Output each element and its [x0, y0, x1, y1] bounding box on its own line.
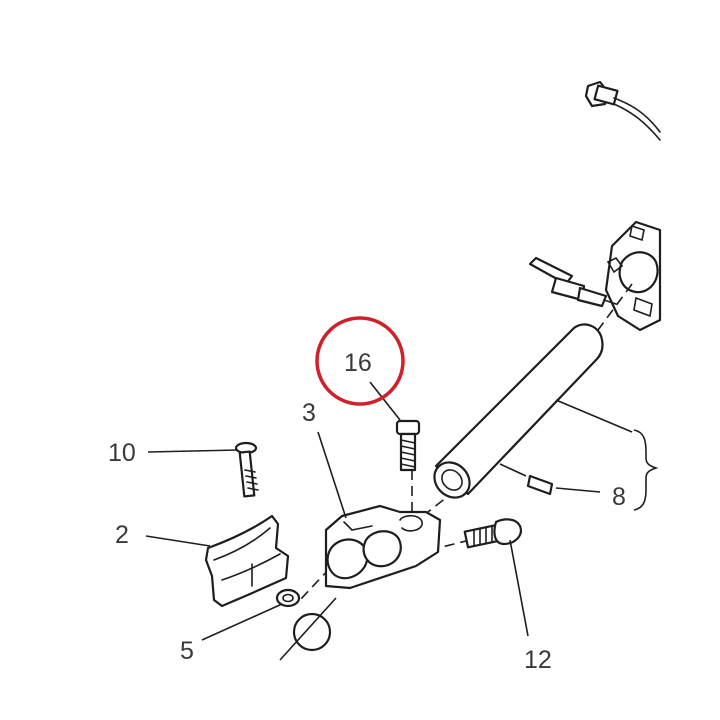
leader-12 — [509, 539, 529, 637]
label-16: 16 — [344, 349, 372, 377]
leader-bracket — [555, 399, 633, 433]
label-8: 8 — [612, 483, 626, 511]
leader-10 — [147, 449, 239, 453]
label-12: 12 — [524, 646, 552, 674]
brace — [633, 429, 659, 511]
highlight-circle — [315, 316, 405, 406]
switch-housing — [604, 220, 662, 332]
switch-connector — [528, 256, 617, 308]
label-2: 2 — [115, 521, 129, 549]
round-plug — [292, 612, 332, 652]
leader-pin — [499, 463, 527, 477]
washer — [275, 588, 301, 608]
label-3: 3 — [302, 399, 316, 427]
connector-plug-top — [584, 80, 661, 141]
leader-16 — [369, 381, 401, 421]
clamp-body — [324, 504, 442, 590]
leader-5 — [201, 603, 283, 641]
pin — [526, 474, 554, 496]
label-10: 10 — [108, 439, 136, 467]
clamp-cap — [204, 514, 290, 608]
screw-16 — [395, 419, 421, 472]
leader-8 — [555, 487, 601, 493]
leader-2 — [145, 535, 211, 547]
screw-10 — [234, 441, 259, 498]
leader-3 — [317, 431, 347, 519]
label-5: 5 — [180, 637, 194, 665]
bolt-12 — [463, 518, 522, 549]
leader-plug — [279, 597, 337, 661]
handlebar-tube — [433, 323, 604, 499]
